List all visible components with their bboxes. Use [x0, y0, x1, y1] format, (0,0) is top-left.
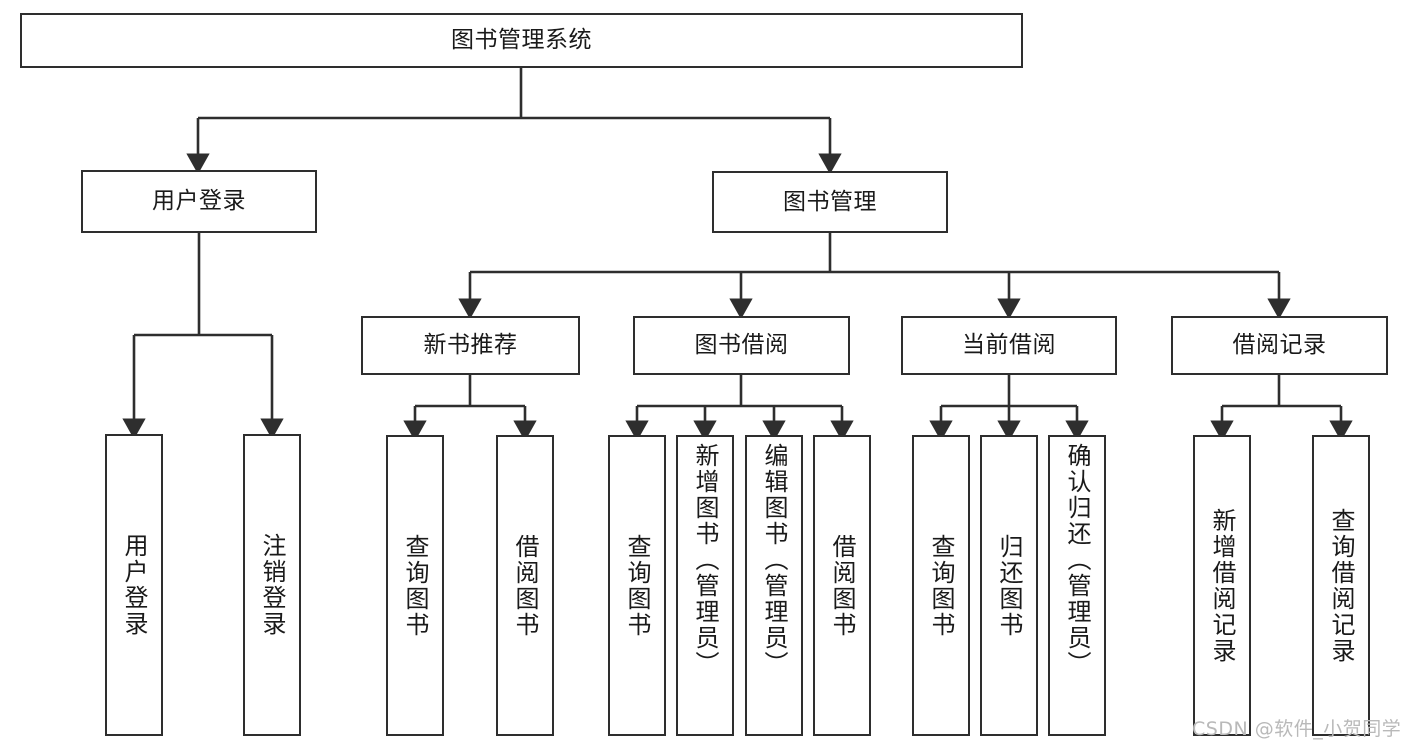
node-book-borrow[interactable]: 图书借阅	[633, 316, 850, 375]
leaf-return-book[interactable]: 归还图书	[980, 435, 1038, 736]
leaf-query-book-3[interactable]: 查询图书	[912, 435, 970, 736]
node-root-label: 图书管理系统	[451, 27, 592, 54]
leaf-user-login-label: 用户登录	[120, 533, 148, 637]
leaf-query-book-1-label: 查询图书	[401, 533, 429, 638]
node-current-borrow-label: 当前借阅	[962, 332, 1056, 359]
node-book-manage[interactable]: 图书管理	[712, 171, 948, 233]
node-book-borrow-label: 图书借阅	[694, 332, 789, 359]
node-borrow-record[interactable]: 借阅记录	[1171, 316, 1388, 375]
leaf-logout[interactable]: 注销登录	[243, 434, 301, 736]
watermark: CSDN @软件_小贺同学	[1192, 718, 1402, 740]
leaf-confirm-return[interactable]: 确认归还（管理员）	[1048, 435, 1106, 736]
leaf-logout-label: 注销登录	[258, 533, 286, 637]
node-current-borrow[interactable]: 当前借阅	[901, 316, 1117, 375]
leaf-add-book[interactable]: 新增图书（管理员）	[676, 435, 734, 736]
leaf-confirm-return-label: 确认归还（管理员）	[1063, 443, 1091, 677]
leaf-borrow-book-1[interactable]: 借阅图书	[496, 435, 554, 736]
leaf-query-record[interactable]: 查询借阅记录	[1312, 435, 1370, 736]
leaf-add-record-label: 新增借阅记录	[1208, 507, 1236, 664]
leaf-borrow-book-2-label: 借阅图书	[828, 533, 856, 638]
leaf-query-book-3-label: 查询图书	[927, 533, 955, 638]
leaf-borrow-book-1-label: 借阅图书	[511, 533, 539, 638]
leaf-query-record-label: 查询借阅记录	[1327, 507, 1355, 664]
node-user-login[interactable]: 用户登录	[81, 170, 317, 233]
node-new-book-recommend-label: 新书推荐	[423, 332, 518, 359]
leaf-borrow-book-2[interactable]: 借阅图书	[813, 435, 871, 736]
leaf-query-book-1[interactable]: 查询图书	[386, 435, 444, 736]
node-new-book-recommend[interactable]: 新书推荐	[361, 316, 580, 375]
leaf-edit-book-label: 编辑图书（管理员）	[760, 443, 788, 677]
node-root[interactable]: 图书管理系统	[20, 13, 1023, 68]
leaf-edit-book[interactable]: 编辑图书（管理员）	[745, 435, 803, 736]
leaf-query-book-2-label: 查询图书	[623, 533, 651, 638]
leaf-return-book-label: 归还图书	[995, 533, 1023, 638]
leaf-user-login[interactable]: 用户登录	[105, 434, 163, 736]
node-borrow-record-label: 借阅记录	[1232, 332, 1327, 359]
node-book-manage-label: 图书管理	[783, 188, 877, 215]
leaf-add-record[interactable]: 新增借阅记录	[1193, 435, 1251, 736]
leaf-query-book-2[interactable]: 查询图书	[608, 435, 666, 736]
leaf-add-book-label: 新增图书（管理员）	[691, 443, 719, 677]
node-user-login-label: 用户登录	[152, 188, 246, 215]
